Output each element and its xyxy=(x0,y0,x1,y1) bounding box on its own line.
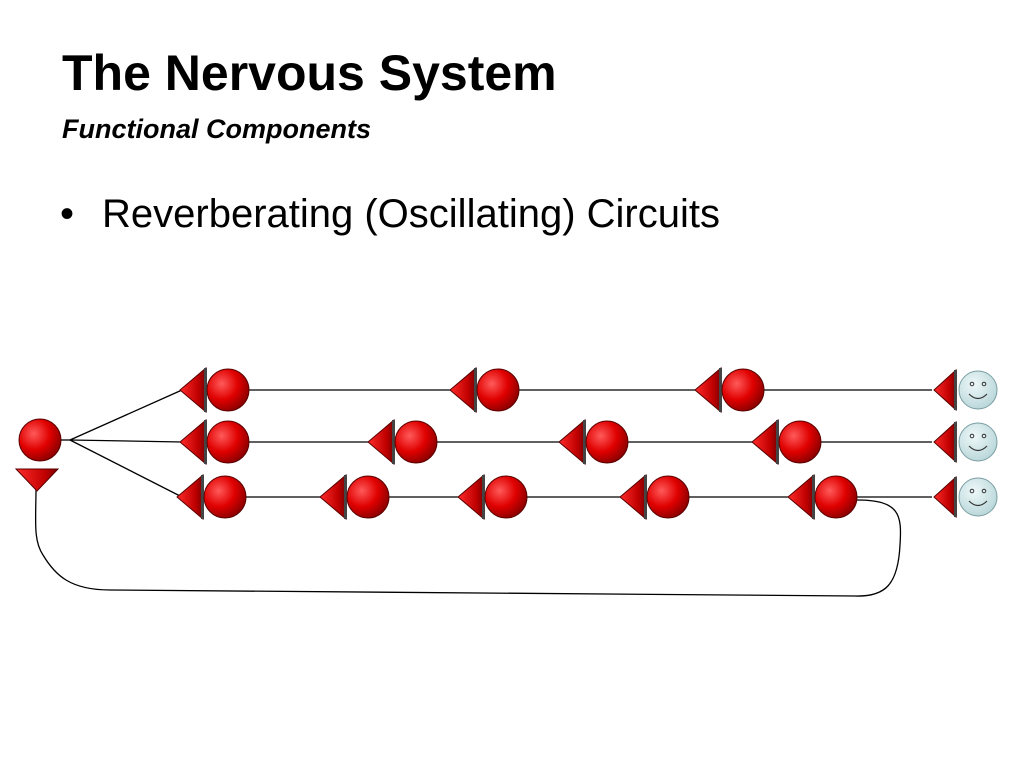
red-triangle-down-icon xyxy=(14,468,60,492)
sphere-icon xyxy=(646,475,690,519)
cone-icon xyxy=(179,366,207,414)
eye-icon xyxy=(981,488,987,494)
neuron-icon xyxy=(179,418,250,466)
cone-base-icon xyxy=(954,422,957,462)
cone-base-icon xyxy=(474,368,477,412)
source-neuron-icon xyxy=(18,418,62,462)
slide-subtitle: Functional Components xyxy=(62,114,371,144)
cone-base-icon xyxy=(776,420,779,464)
neuron-nodes xyxy=(14,366,998,521)
neuron-icon xyxy=(787,473,858,521)
eye-icon xyxy=(969,381,975,387)
axon-line xyxy=(69,389,183,441)
neuron-icon xyxy=(367,418,438,466)
cone-base-icon xyxy=(204,368,207,412)
neuron-icon xyxy=(619,473,690,521)
sphere-icon xyxy=(206,420,250,464)
cone-icon xyxy=(619,473,647,521)
cone-icon xyxy=(449,366,477,414)
cone-base-icon xyxy=(392,420,395,464)
cone-icon xyxy=(933,475,957,519)
cone-icon xyxy=(751,418,779,466)
feedback-loop-line xyxy=(34,487,902,597)
smiley-face-icon xyxy=(933,368,998,412)
bullet-item: • Reverberating (Oscillating) Circuits xyxy=(60,190,720,238)
neuron-icon xyxy=(179,366,250,414)
smile-icon xyxy=(968,445,988,452)
cone-base-icon xyxy=(204,420,207,464)
sphere-icon xyxy=(203,475,247,519)
sphere-icon xyxy=(484,475,528,519)
eye-icon xyxy=(969,433,975,439)
neuron-icon xyxy=(751,418,822,466)
cone-icon xyxy=(933,368,957,412)
eye-icon xyxy=(981,381,987,387)
face-circle-icon xyxy=(958,422,998,462)
neuron-icon xyxy=(319,473,390,521)
cone-icon xyxy=(787,473,815,521)
face-circle-icon xyxy=(958,370,998,410)
cone-icon xyxy=(367,418,395,466)
cone-base-icon xyxy=(201,475,204,519)
smiley-face-icon xyxy=(933,475,998,519)
slide-title: The Nervous System xyxy=(62,45,557,101)
cone-base-icon xyxy=(583,420,586,464)
smile-icon xyxy=(968,393,988,400)
bullet-dot: • xyxy=(60,192,75,236)
neuron-icon xyxy=(176,473,247,521)
cone-icon xyxy=(558,418,586,466)
sphere-icon xyxy=(18,418,62,462)
axon-line xyxy=(69,439,183,498)
neuron-icon xyxy=(457,473,528,521)
neuron-icon xyxy=(694,366,765,414)
smile-icon xyxy=(968,500,988,507)
bullet-list: • Reverberating (Oscillating) Circuits xyxy=(60,190,720,238)
cone-icon xyxy=(694,366,722,414)
eye-icon xyxy=(969,488,975,494)
neuron-icon xyxy=(558,418,629,466)
cone-base-icon xyxy=(344,475,347,519)
cone-base-icon xyxy=(719,368,722,412)
cone-base-icon xyxy=(644,475,647,519)
sphere-icon xyxy=(814,475,858,519)
cone-icon xyxy=(179,418,207,466)
cone-icon xyxy=(933,420,957,464)
sphere-icon xyxy=(346,475,390,519)
smiley-face-icon xyxy=(933,420,998,464)
sphere-icon xyxy=(476,368,520,412)
sphere-icon xyxy=(721,368,765,412)
cone-icon xyxy=(457,473,485,521)
axon-lines xyxy=(34,389,932,597)
neuron-icon xyxy=(449,366,520,414)
sphere-icon xyxy=(206,368,250,412)
sphere-icon xyxy=(585,420,629,464)
face-circle-icon xyxy=(958,477,998,517)
cone-base-icon xyxy=(482,475,485,519)
bullet-text: Reverberating (Oscillating) Circuits xyxy=(102,192,720,236)
eye-icon xyxy=(981,433,987,439)
sphere-icon xyxy=(394,420,438,464)
cone-base-icon xyxy=(954,370,957,410)
axon-line xyxy=(69,439,183,443)
cone-base-icon xyxy=(954,477,957,517)
cone-icon xyxy=(176,473,204,521)
cone-base-icon xyxy=(812,475,815,519)
sphere-icon xyxy=(778,420,822,464)
cone-icon xyxy=(319,473,347,521)
